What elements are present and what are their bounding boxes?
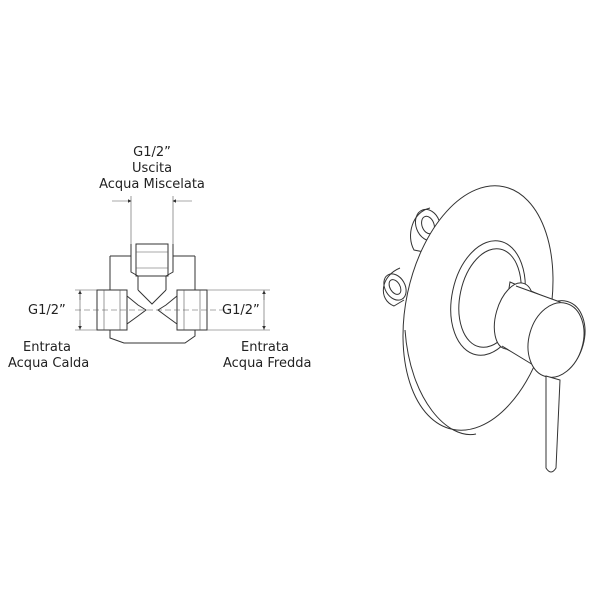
side-loop <box>383 273 407 301</box>
inlet-left-size-label: G1/2” <box>28 303 66 318</box>
inlet-left-line2-label: Acqua Calda <box>8 356 90 371</box>
body-bottom <box>109 330 196 344</box>
outlet-cone <box>137 289 167 305</box>
lever-handle <box>545 375 561 473</box>
neck-left-edge <box>130 244 139 290</box>
side-loop-outer <box>383 267 405 307</box>
cover-plate-edge <box>404 329 477 436</box>
body-sides <box>109 256 196 290</box>
mixer-isometric-view <box>383 185 586 473</box>
outlet-line2-label: Acqua Miscelata <box>99 177 205 192</box>
neck-right-edge <box>165 244 174 290</box>
inlet-left-line1-label: Entrata <box>23 340 71 355</box>
inlet-right-size-label: G1/2” <box>222 303 260 318</box>
inlet-left-cone <box>126 295 147 325</box>
inlet-right-line2-label: Acqua Fredda <box>223 356 312 371</box>
outlet-thread <box>135 243 169 277</box>
top-loop-outer <box>410 207 431 253</box>
outlet-size-label: G1/2” <box>133 145 171 160</box>
inlet-right-line1-label: Entrata <box>241 340 289 355</box>
outlet-line1-label: Uscita <box>131 161 173 176</box>
valve-body-section <box>75 196 270 344</box>
